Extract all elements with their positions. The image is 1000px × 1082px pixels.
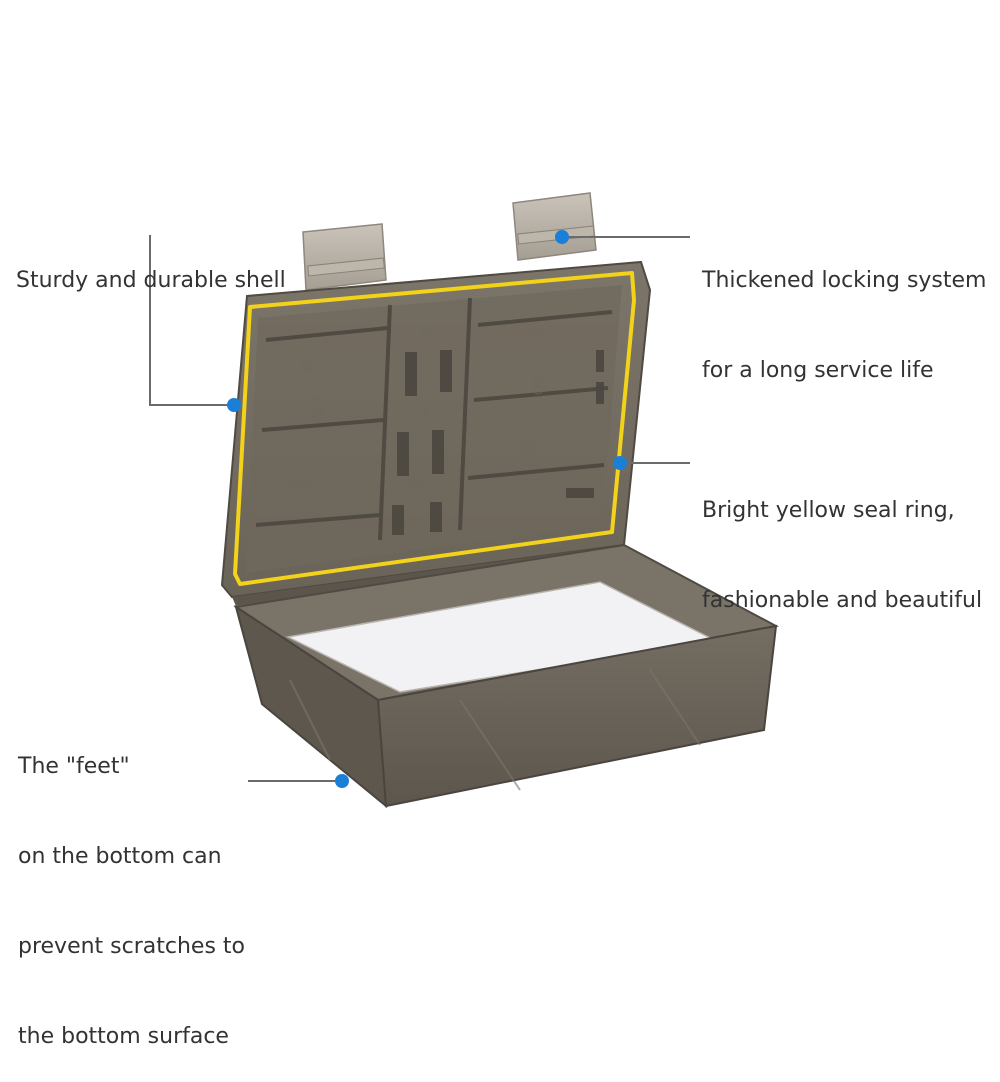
xqd-slot-marking: XQD: [529, 376, 544, 405]
locking-tab-left: [302, 223, 387, 291]
callout-lock: Thickened locking system for a long serv…: [702, 206, 986, 416]
callout-seal-line2: fashionable and beautiful: [702, 588, 983, 613]
sd-slot-marking: SD: [528, 329, 546, 344]
xqd-slot-marking: XQD: [310, 394, 325, 423]
callout-shell: Sturdy and durable shell: [16, 206, 286, 326]
base-box: [233, 543, 779, 809]
leader-lines: [149, 235, 690, 782]
seal-ring: [233, 271, 636, 586]
callout-lock-line2: for a long service life: [702, 358, 934, 383]
callout-feet-line2: on the bottom can: [18, 844, 222, 869]
callout-lock-line1: Thickened locking system: [702, 268, 987, 293]
callout-feet-line1: The "feet": [18, 754, 130, 779]
marker-dot-lock: [555, 230, 569, 244]
sd-slot-marking: SD: [520, 441, 538, 456]
product-image: SD SD SD SD TF TF TF XQD XQD: [16, 192, 986, 1049]
callout-shell-text: Sturdy and durable shell: [16, 268, 286, 293]
sd-slot-marking: SD: [300, 361, 318, 376]
lid: SD SD SD SD TF TF TF XQD XQD: [220, 260, 652, 599]
marker-dot-shell: [227, 398, 241, 412]
callout-feet-line4: the bottom surface: [18, 1024, 229, 1049]
tf-slot-marking: TF: [409, 479, 425, 494]
tf-slot-marking: TF: [414, 404, 430, 419]
callout-feet: The "feet" on the bottom can prevent scr…: [18, 692, 245, 1082]
tf-slot-marking: TF: [419, 329, 435, 344]
sd-slot-marking: SD: [290, 479, 308, 494]
marker-dot-feet: [335, 774, 349, 788]
locking-tab-right: [512, 192, 597, 261]
callout-seal: Bright yellow seal ring, fashionable and…: [702, 436, 982, 646]
marker-dot-seal: [613, 456, 627, 470]
callout-feet-line3: prevent scratches to: [18, 934, 246, 959]
callout-seal-line1: Bright yellow seal ring,: [702, 498, 955, 523]
